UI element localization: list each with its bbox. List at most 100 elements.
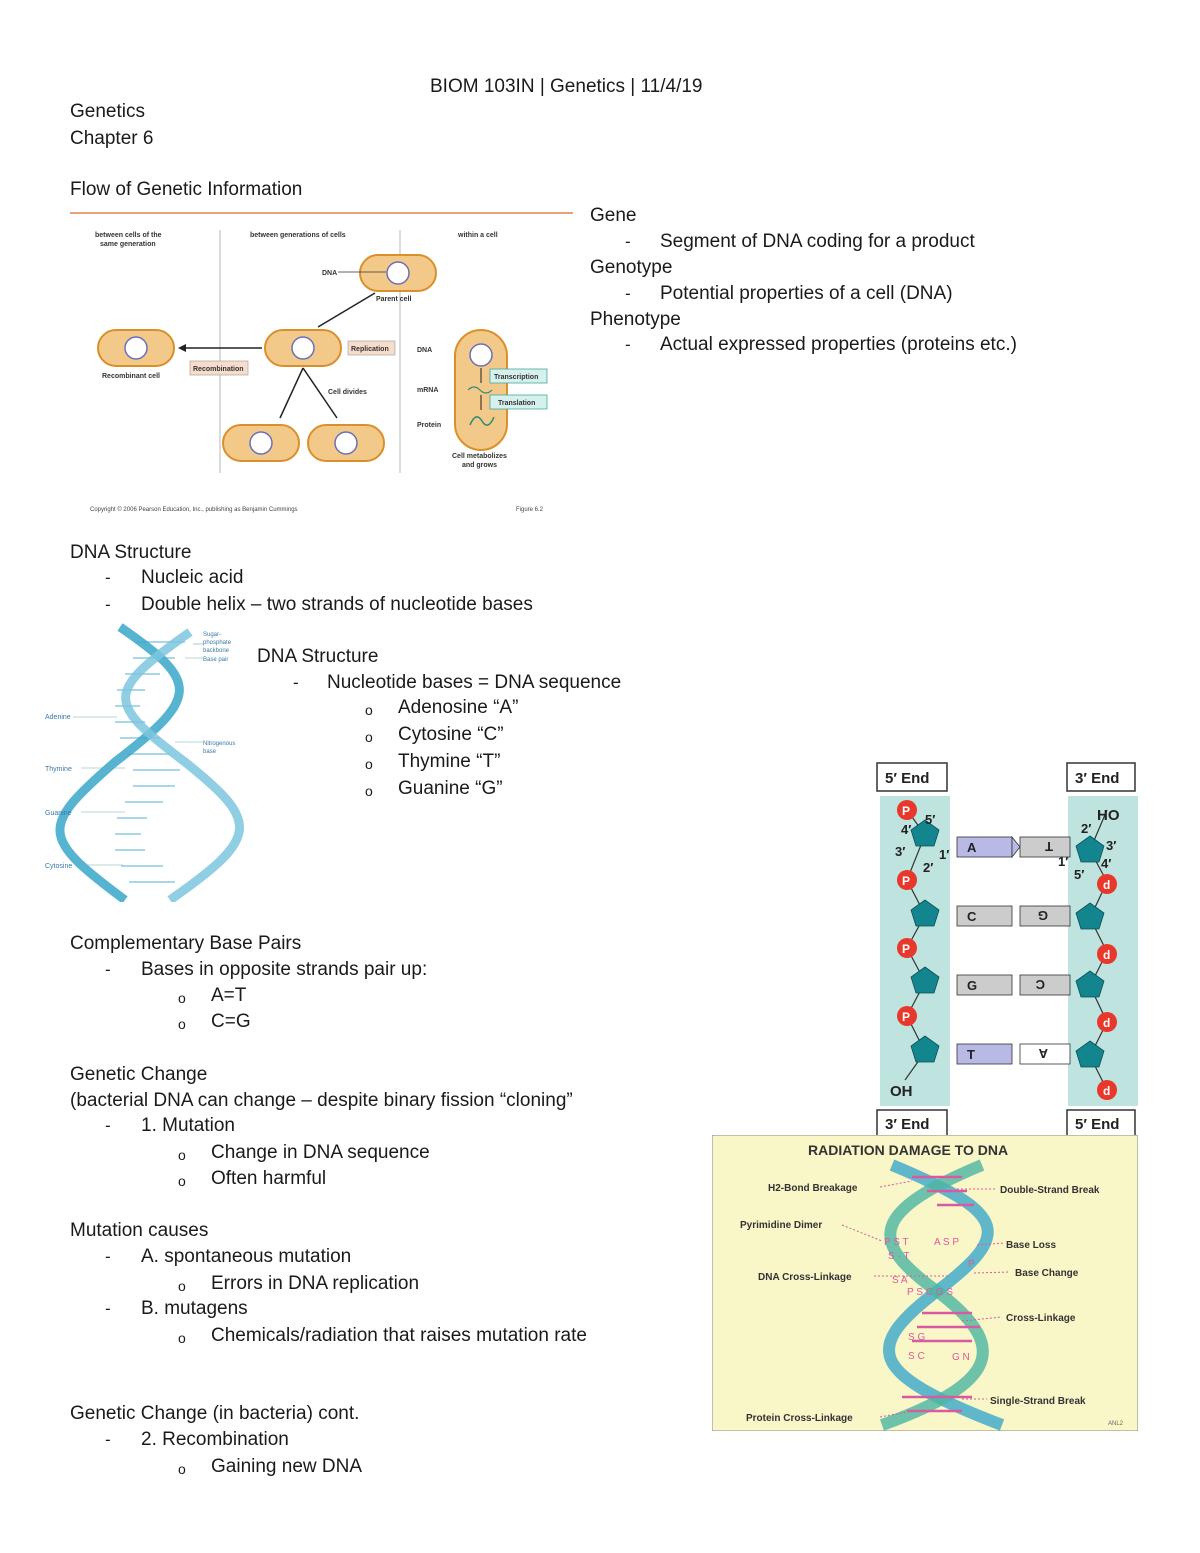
adenine-label: Adenine [45, 714, 71, 721]
svg-text:3′: 3′ [1106, 838, 1116, 853]
bullet: o [178, 990, 186, 1006]
svg-text:same generation: same generation [100, 241, 156, 248]
parent-cell-label: Parent cell [376, 296, 411, 303]
svg-text:S A: S A [892, 1275, 908, 1286]
backbone-label: Sugar- [203, 632, 221, 638]
base-thymine: Thymine “T” [398, 751, 501, 772]
change-sequence: Change in DNA sequence [211, 1142, 430, 1163]
genotype-desc: Potential properties of a cell (DNA) [660, 283, 953, 304]
five-end-bottom: 5′ End [1075, 1116, 1119, 1133]
phosphate-p: P [902, 804, 910, 818]
dna-structure-heading: DNA Structure [70, 542, 192, 563]
mutation-item: 1. Mutation [141, 1115, 235, 1136]
five-end-top: 5′ End [885, 770, 929, 787]
bullet: o [365, 702, 373, 718]
dash: - [293, 673, 299, 692]
figure-number: Figure 6.2 [516, 507, 544, 513]
radiation-title: RADIATION DAMAGE TO DNA [808, 1142, 1008, 1158]
bullet: o [365, 729, 373, 745]
pyrimidine-dimer-label: Pyrimidine Dimer [740, 1220, 822, 1231]
page-header: BIOM 103IN | Genetics | 11/4/19 [430, 76, 703, 97]
dash: - [105, 1299, 111, 1318]
three-end-bottom: 3′ End [885, 1116, 929, 1133]
base-loss-label: Base Loss [1006, 1240, 1056, 1251]
svg-text:5′: 5′ [925, 812, 935, 827]
dash: - [105, 568, 111, 587]
svg-text:1′: 1′ [1058, 854, 1068, 869]
genetic-change2-heading: Genetic Change (in bacteria) cont. [70, 1403, 360, 1424]
right-base-a: A [1038, 1046, 1048, 1061]
radiation-corner-mark: ANL2 [1108, 1421, 1124, 1427]
svg-text:backbone: backbone [203, 648, 230, 654]
pair-at: A=T [211, 985, 247, 1006]
cross-linkage-label: Cross-Linkage [1006, 1313, 1076, 1324]
genotype-dash: - [625, 284, 631, 303]
svg-text:P: P [902, 1010, 910, 1024]
bullet: o [178, 1461, 186, 1477]
svg-text:3′: 3′ [895, 844, 905, 859]
svg-text:d: d [1103, 1084, 1110, 1098]
right-base-t: T [1045, 839, 1053, 854]
svg-text:S · T: S · T [888, 1251, 909, 1262]
right-base-g: G [1038, 908, 1048, 923]
bullet: o [178, 1173, 186, 1189]
chapter-line: Chapter 6 [70, 128, 154, 149]
left-base-g: G [967, 978, 977, 993]
single-strand-label: Single-Strand Break [990, 1396, 1086, 1407]
phenotype-desc: Actual expressed properties (proteins et… [660, 334, 1017, 355]
chemicals-radiation: Chemicals/radiation that raises mutation… [211, 1325, 587, 1346]
protein-cross-linkage-label: Protein Cross-Linkage [746, 1413, 853, 1424]
genotype-term: Genotype [590, 257, 673, 278]
svg-text:d: d [1103, 948, 1110, 962]
gene-term: Gene [590, 205, 637, 226]
ho-label: HO [1097, 807, 1120, 824]
bullet: o [178, 1330, 186, 1346]
svg-text:P S C G S: P S C G S [907, 1287, 953, 1298]
svg-text:phosphate: phosphate [203, 640, 232, 646]
protein-label: Protein [417, 422, 441, 429]
svg-text:4′: 4′ [901, 822, 911, 837]
svg-text:P S T: P S T [884, 1237, 909, 1248]
svg-text:5′: 5′ [1074, 867, 1084, 882]
genetic-change-note: (bacterial DNA can change – despite bina… [70, 1090, 573, 1111]
gene-dash: - [625, 232, 631, 251]
svg-text:base: base [203, 749, 217, 755]
bullet: o [178, 1147, 186, 1163]
nucleic-acid-item: Nucleic acid [141, 567, 244, 588]
svg-text:G N: G N [952, 1352, 970, 1363]
svg-text:S G: S G [908, 1332, 925, 1343]
translation-label: Translation [498, 400, 535, 407]
recombination-item: 2. Recombination [141, 1429, 289, 1450]
svg-text:4′: 4′ [1101, 856, 1111, 871]
dna2-label: DNA [417, 347, 432, 354]
copyright-label: Copyright © 2006 Pearson Education, Inc.… [90, 506, 298, 513]
mrna-label: mRNA [417, 387, 438, 394]
bullet: o [178, 1016, 186, 1032]
svg-text:S C: S C [908, 1351, 925, 1362]
phenotype-term: Phenotype [590, 309, 681, 330]
gaining-dna: Gaining new DNA [211, 1456, 363, 1477]
gene-desc: Segment of DNA coding for a product [660, 231, 975, 252]
left-base-c: C [967, 909, 977, 924]
double-strand-label: Double-Strand Break [1000, 1185, 1100, 1196]
flow-heading: Flow of Genetic Information [70, 179, 303, 200]
bullet: o [178, 1278, 186, 1294]
dash: - [105, 1247, 111, 1266]
recombination-label: Recombination [193, 366, 244, 373]
bullet: o [365, 756, 373, 772]
cell-divides-label: Cell divides [328, 389, 367, 396]
nitrogenous-base-label: Nitrogenous [203, 741, 235, 747]
col3-label: within a cell [457, 232, 498, 239]
three-end-top: 3′ End [1075, 770, 1119, 787]
dash: - [105, 1430, 111, 1449]
thymine-label: Thymine [45, 766, 72, 773]
left-base-t: T [967, 1047, 975, 1062]
base-pair-label: Base pair [203, 657, 228, 663]
dash: - [105, 960, 111, 979]
right-base-c: C [1035, 977, 1045, 992]
svg-text:P: P [902, 942, 910, 956]
oh-label: OH [890, 1083, 913, 1100]
pair-cg: C=G [211, 1011, 251, 1032]
col2-label: between generations of cells [250, 232, 346, 239]
